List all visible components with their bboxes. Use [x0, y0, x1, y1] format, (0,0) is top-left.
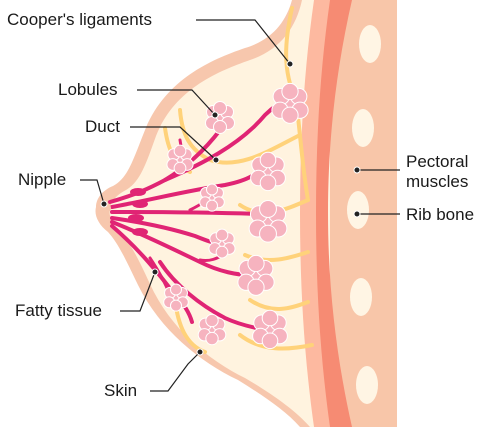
lobule-cluster	[206, 102, 235, 134]
lobule	[170, 284, 181, 295]
lobule	[174, 162, 186, 174]
rib-bone	[352, 109, 374, 147]
lobule-cluster	[272, 83, 308, 123]
lobule	[174, 145, 186, 157]
lobule-cluster	[253, 310, 288, 348]
label-nipple: Nipple	[18, 170, 66, 190]
duct-sinus	[128, 214, 144, 222]
lobule-cluster	[249, 201, 287, 243]
label-pectoral: Pectoral	[406, 152, 468, 172]
lobule-cluster	[238, 255, 274, 295]
leader-dot	[354, 167, 360, 173]
label-fatty-tissue: Fatty tissue	[15, 301, 102, 321]
label-lobules: Lobules	[58, 80, 118, 100]
lobule-cluster	[209, 229, 235, 258]
lobule	[260, 152, 276, 168]
lobule-cluster	[251, 152, 286, 190]
lobule	[214, 121, 227, 134]
label-rib-bone: Rib bone	[406, 205, 474, 225]
lobule-cluster	[198, 314, 226, 344]
lobule-cluster	[167, 145, 193, 174]
duct	[112, 212, 260, 214]
lobule	[282, 83, 298, 99]
lobule	[206, 200, 217, 211]
lobule	[248, 255, 264, 271]
label-duct: Duct	[85, 117, 120, 137]
rib-bone	[356, 366, 378, 404]
rib-bone	[359, 25, 381, 63]
lobule	[248, 279, 264, 295]
label-muscles: muscles	[406, 172, 468, 192]
leader-dot	[101, 201, 107, 207]
rib-bone	[350, 278, 372, 316]
label-coopers-ligaments: Cooper's ligaments	[7, 10, 152, 30]
leader-dot	[212, 112, 218, 118]
duct-sinus	[130, 188, 146, 196]
lobule	[206, 184, 217, 195]
lobule	[262, 333, 278, 349]
lobule	[206, 332, 218, 344]
label-skin: Skin	[104, 381, 137, 401]
duct-sinus	[132, 200, 148, 208]
leader-dot	[197, 349, 203, 355]
leader-dot	[152, 269, 158, 275]
leader-dot	[287, 61, 293, 67]
leader-skin	[150, 352, 200, 391]
lobule	[206, 314, 218, 326]
lobule	[262, 310, 278, 326]
leader-dot	[354, 211, 360, 217]
leader-dot	[213, 157, 219, 163]
lobule	[170, 300, 181, 311]
lobule	[216, 229, 228, 241]
lobule	[282, 107, 298, 123]
lobule	[216, 246, 228, 258]
duct-sinus	[132, 228, 148, 236]
lobule-cluster	[164, 284, 189, 311]
lobule	[260, 175, 276, 191]
lobule	[260, 201, 277, 218]
lobule-cluster	[200, 184, 225, 211]
rib-bone	[347, 191, 369, 229]
lobule	[260, 225, 277, 242]
